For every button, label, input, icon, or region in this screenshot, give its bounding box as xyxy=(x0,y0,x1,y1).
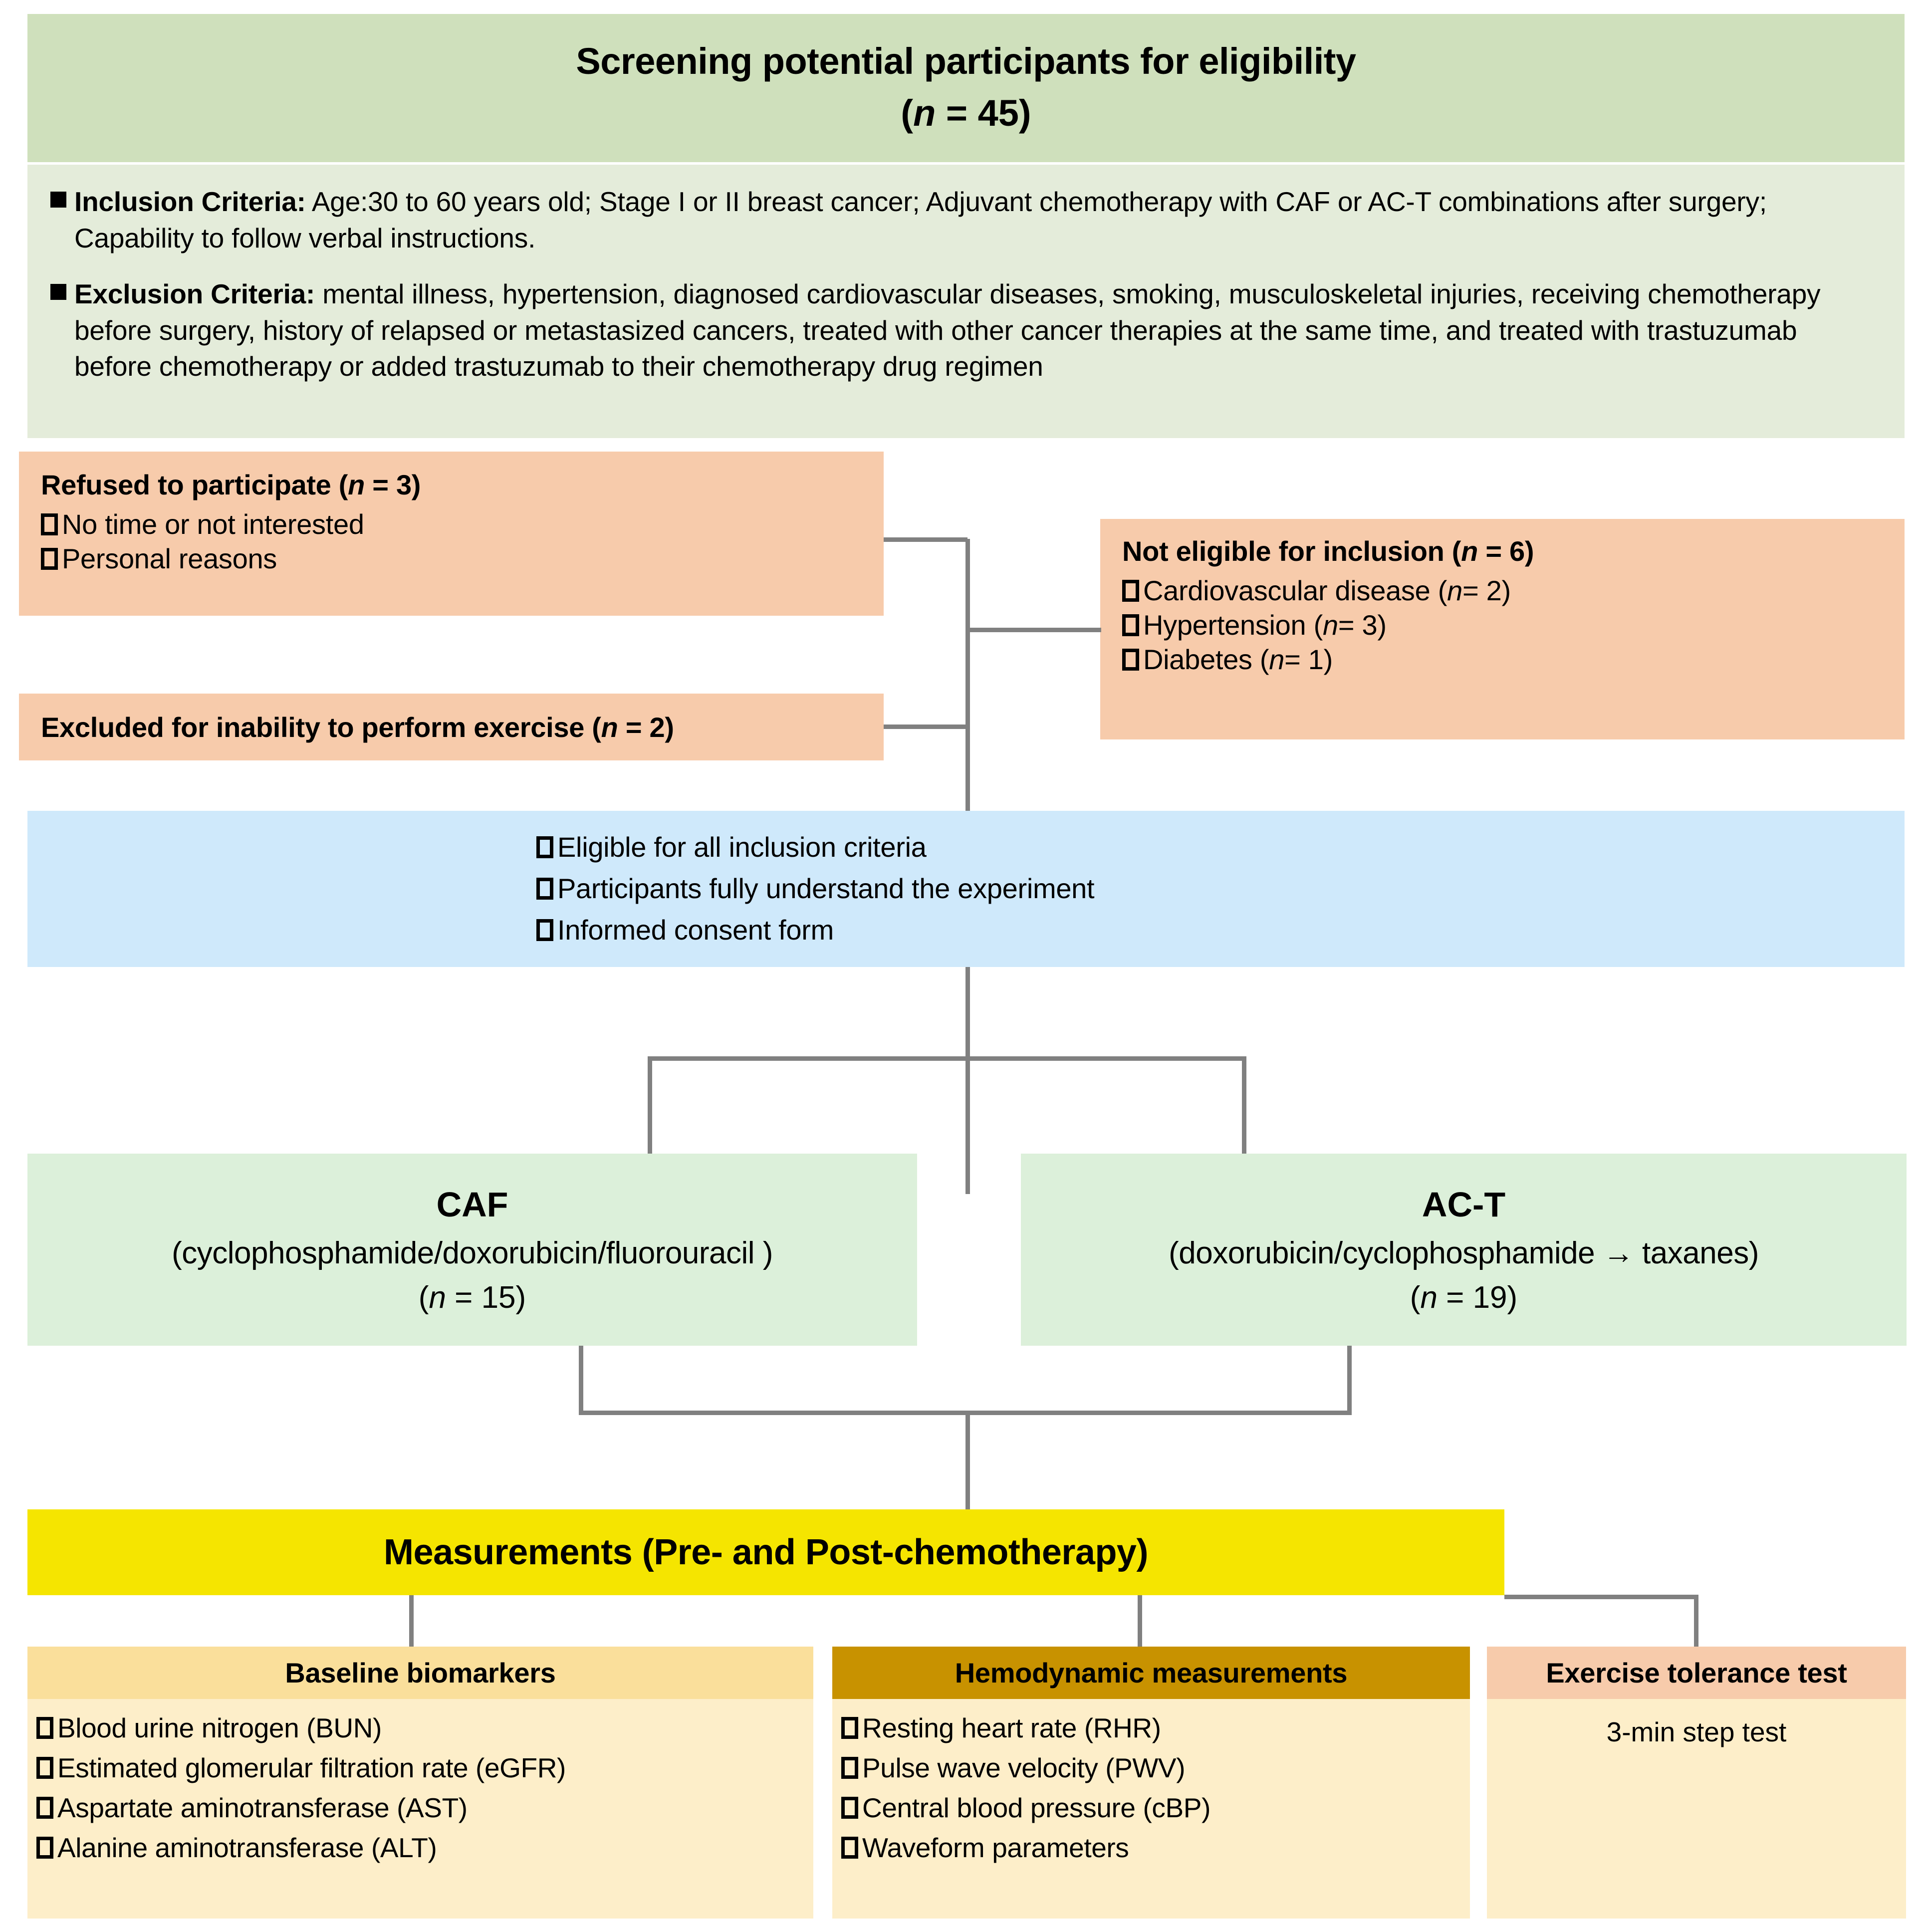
biomarkers-header: Baseline biomarkers xyxy=(27,1647,813,1699)
excluded-exercise-box: Excluded for inability to perform exerci… xyxy=(19,694,884,760)
act-name: AC-T xyxy=(1422,1185,1506,1224)
connector-act-down xyxy=(1347,1346,1352,1413)
exercise-header-label: Exercise tolerance test xyxy=(1546,1657,1847,1689)
exclusion-criteria-item: Exclusion Criteria: mental illness, hype… xyxy=(50,276,1879,385)
screening-title: Screening potential participants for eli… xyxy=(576,40,1356,82)
refused-title: Refused to participate (n = 3) xyxy=(41,469,421,500)
not-eligible-title: Not eligible for inclusion (n = 6) xyxy=(1122,535,1534,567)
inclusion-criteria-item: Inclusion Criteria: Age:30 to 60 years o… xyxy=(50,184,1879,256)
hemodynamic-header-label: Hemodynamic measurements xyxy=(955,1657,1348,1689)
list-item: Diabetes (n = 1) xyxy=(1122,643,1885,676)
checkbox-icon xyxy=(841,1717,858,1739)
screening-sample-size: (n = 45) xyxy=(901,92,1031,134)
connector-group-split-horizontal xyxy=(648,1056,1246,1061)
list-item: Cardiovascular disease (n = 2) xyxy=(1122,574,1885,607)
connector-measurements-to-exercise-h xyxy=(1504,1595,1696,1599)
list-item: Alanine aminotransferase (ALT) xyxy=(36,1832,808,1864)
act-description: (doxorubicin/cyclophosphamide → taxanes) xyxy=(1169,1235,1759,1270)
checkbox-icon xyxy=(1122,614,1139,636)
inclusion-criteria-text: Inclusion Criteria: Age:30 to 60 years o… xyxy=(74,186,1767,253)
connector-vertical-main xyxy=(965,539,970,816)
eligible-consent-box: Eligible for all inclusion criteria Part… xyxy=(27,811,1905,967)
connector-merge-to-measurements xyxy=(965,1411,970,1510)
list-item: Resting heart rate (RHR) xyxy=(841,1712,1465,1744)
not-eligible-box: Not eligible for inclusion (n = 6) Cardi… xyxy=(1100,519,1905,739)
list-item: Pulse wave velocity (PWV) xyxy=(841,1752,1465,1784)
square-bullet-icon xyxy=(50,284,66,300)
list-item: Aspartate aminotransferase (AST) xyxy=(36,1792,808,1824)
act-group-box: AC-T (doxorubicin/cyclophosphamide → tax… xyxy=(1021,1154,1907,1346)
exercise-content: 3-min step test xyxy=(1606,1716,1787,1747)
exercise-header: Exercise tolerance test xyxy=(1487,1647,1906,1699)
list-item: Estimated glomerular filtration rate (eG… xyxy=(36,1752,808,1784)
exclusion-criteria-text: Exclusion Criteria: mental illness, hype… xyxy=(74,278,1821,382)
connector-eligible-down xyxy=(965,967,970,1194)
checkbox-icon xyxy=(841,1757,858,1779)
connector-refused-to-spine xyxy=(884,537,967,542)
biomarkers-header-label: Baseline biomarkers xyxy=(285,1657,556,1689)
connector-to-exercise xyxy=(1694,1595,1698,1648)
biomarkers-body: Blood urine nitrogen (BUN) Estimated glo… xyxy=(27,1699,813,1919)
list-item: Waveform parameters xyxy=(841,1832,1465,1864)
checkbox-icon xyxy=(1122,579,1139,602)
checkbox-icon xyxy=(536,877,553,900)
checkbox-icon xyxy=(536,836,553,858)
checkbox-icon xyxy=(841,1797,858,1819)
list-item: Eligible for all inclusion criteria xyxy=(536,831,1905,863)
checkbox-icon xyxy=(36,1717,53,1739)
caf-name: CAF xyxy=(436,1185,508,1224)
list-item: Hypertension (n = 3) xyxy=(1122,609,1885,641)
checkbox-icon xyxy=(36,1797,53,1819)
connector-groups-merge xyxy=(579,1411,1352,1415)
caf-description: (cyclophosphamide/doxorubicin/fluorourac… xyxy=(172,1235,773,1270)
hemodynamic-header: Hemodynamic measurements xyxy=(832,1647,1470,1699)
checkbox-icon xyxy=(36,1837,53,1859)
connector-to-hemodynamic xyxy=(1138,1595,1142,1648)
connector-excluded-to-spine xyxy=(884,724,967,729)
checkbox-icon xyxy=(841,1837,858,1859)
checkbox-icon xyxy=(41,513,58,535)
list-item: Personal reasons xyxy=(41,542,864,575)
measurements-label: Measurements (Pre- and Post-chemotherapy… xyxy=(384,1532,1148,1572)
connector-to-caf xyxy=(648,1056,652,1155)
list-item: Blood urine nitrogen (BUN) xyxy=(36,1712,808,1744)
list-item: No time or not interested xyxy=(41,508,864,540)
square-bullet-icon xyxy=(50,192,66,208)
excluded-exercise-title: Excluded for inability to perform exerci… xyxy=(41,711,674,743)
caf-sample-size: (n = 15) xyxy=(418,1280,526,1315)
measurements-bar: Measurements (Pre- and Post-chemotherapy… xyxy=(27,1509,1504,1595)
exercise-body: 3-min step test xyxy=(1487,1699,1906,1919)
list-item: Participants fully understand the experi… xyxy=(536,872,1905,905)
connector-caf-down xyxy=(579,1346,583,1413)
caf-group-box: CAF (cyclophosphamide/doxorubicin/fluoro… xyxy=(27,1154,917,1346)
checkbox-icon xyxy=(536,919,553,941)
list-item: Informed consent form xyxy=(536,914,1905,946)
act-sample-size: (n = 19) xyxy=(1410,1280,1518,1315)
screening-header-box: Screening potential participants for eli… xyxy=(27,14,1905,162)
refused-to-participate-box: Refused to participate (n = 3) No time o… xyxy=(19,452,884,616)
criteria-panel: Inclusion Criteria: Age:30 to 60 years o… xyxy=(27,165,1905,438)
checkbox-icon xyxy=(36,1757,53,1779)
checkbox-icon xyxy=(41,547,58,570)
connector-to-biomarkers xyxy=(409,1595,414,1648)
connector-spine-to-not-eligible xyxy=(965,628,1101,632)
connector-to-act xyxy=(1242,1056,1246,1155)
checkbox-icon xyxy=(1122,648,1139,671)
hemodynamic-body: Resting heart rate (RHR) Pulse wave velo… xyxy=(832,1699,1470,1919)
list-item: Central blood pressure (cBP) xyxy=(841,1792,1465,1824)
